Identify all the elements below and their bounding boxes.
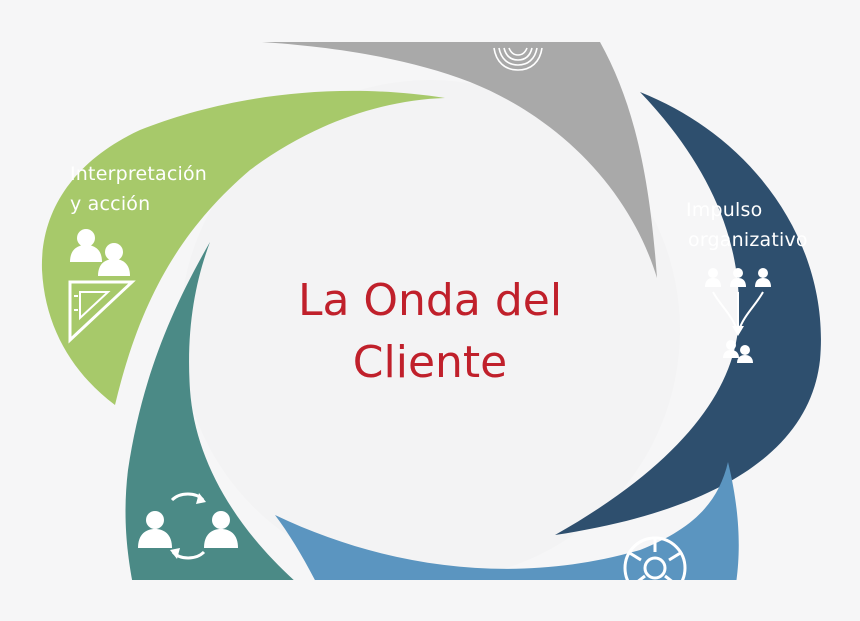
- center-title: La Onda del Cliente: [230, 270, 630, 394]
- segment-green: [41, 90, 446, 406]
- center-title-line-1: La Onda del: [297, 275, 563, 326]
- center-title-line-2: Cliente: [352, 337, 508, 388]
- segment-navy: [555, 92, 821, 535]
- gear-wheel-icon: [623, 536, 687, 580]
- segment-light-blue: [275, 462, 739, 580]
- center-circle: [180, 80, 680, 580]
- segment-gray: [262, 42, 657, 278]
- segment-label-line: Impulso: [686, 199, 763, 221]
- people-ruler-icon: [68, 229, 136, 344]
- segment-label-impulso: Impulso organizativo: [686, 195, 808, 255]
- fingerprint-icon: [493, 47, 543, 71]
- segment-label-line: y acción: [70, 193, 151, 215]
- people-arrows-icon: [705, 268, 771, 363]
- segment-teal: [125, 242, 294, 580]
- segment-label-line: Interpretación: [70, 163, 208, 185]
- segment-label-interpretacion: Interpretación y acción: [70, 159, 207, 219]
- people-exchange-icon: [138, 492, 238, 560]
- segment-label-line: organizativo: [688, 229, 808, 251]
